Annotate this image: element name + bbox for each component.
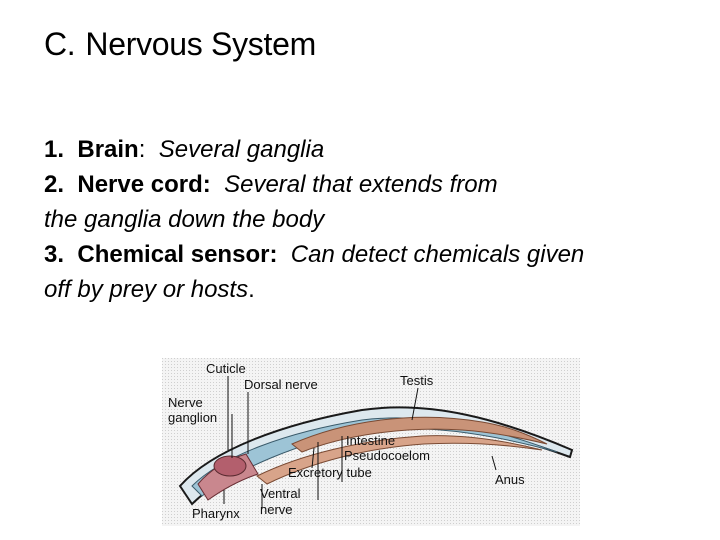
label-pharynx: Pharynx xyxy=(192,506,240,521)
list-item-brain: 1. Brain: Several ganglia xyxy=(44,132,694,167)
label-dorsal-nerve: Dorsal nerve xyxy=(244,377,318,392)
item-description-continued: the ganglia down the body xyxy=(44,206,325,233)
testis-organ xyxy=(291,416,548,453)
label-anus: Anus xyxy=(495,472,525,487)
item-term: Chemical sensor: xyxy=(77,241,278,268)
nematode-anatomy-figure: Cuticle Dorsal nerve Testis Nerve gangli… xyxy=(162,358,580,526)
item-description-continued: off by prey or hosts xyxy=(44,276,249,303)
label-testis: Testis xyxy=(400,373,434,388)
label-nerve-ganglion-line1: Nerve xyxy=(168,395,203,410)
item-term: Nerve cord: xyxy=(77,171,211,198)
nerve-ganglion-organ xyxy=(213,455,247,477)
intestine-organ xyxy=(256,435,543,485)
label-intestine: Intestine xyxy=(346,433,395,448)
item-term: Brain xyxy=(77,136,139,163)
item-description: Several that extends from xyxy=(224,171,498,198)
label-cuticle: Cuticle xyxy=(206,361,246,376)
item-end-punctuation: . xyxy=(248,276,255,303)
title-text: Nervous System xyxy=(85,26,316,62)
nematode-diagram: Cuticle Dorsal nerve Testis Nerve gangli… xyxy=(162,358,580,526)
label-ventral-nerve-line1: Ventral xyxy=(260,486,301,501)
list-item-chemical-sensor: 3. Chemical sensor: Can detect chemicals… xyxy=(44,237,694,272)
label-ventral-nerve-line2: nerve xyxy=(260,502,293,517)
item-description: Can detect chemicals given xyxy=(290,241,585,268)
slide-title: C.Nervous System xyxy=(44,22,316,66)
section-letter: C. xyxy=(44,26,76,62)
label-pseudocoelom: Pseudocoelom xyxy=(344,448,430,463)
item-description: Several ganglia xyxy=(158,136,325,163)
item-number: 2. xyxy=(44,171,65,198)
list-item-chemical-sensor-continued: off by prey or hosts. xyxy=(44,272,694,307)
label-excretory-tube: Excretory tube xyxy=(288,465,372,480)
item-separator: : xyxy=(138,136,146,163)
leader-lines xyxy=(223,376,497,508)
item-number: 3. xyxy=(44,241,65,268)
label-nerve-ganglion-line2: ganglion xyxy=(168,410,217,425)
item-number: 1. xyxy=(44,136,65,163)
list-item-nerve-cord-continued: the ganglia down the body xyxy=(44,202,694,237)
content-list: 1. Brain: Several ganglia 2. Nerve cord:… xyxy=(44,132,694,307)
list-item-nerve-cord: 2. Nerve cord: Several that extends from xyxy=(44,167,694,202)
